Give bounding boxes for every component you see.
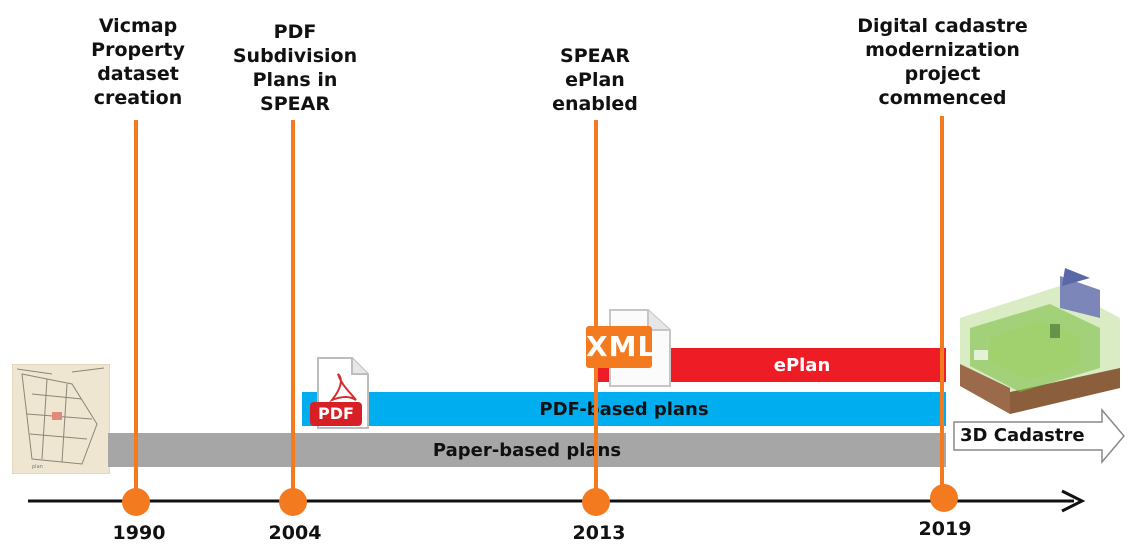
event-line-2004 (291, 120, 295, 500)
3d-cadastre-arrow: 3D Cadastre (952, 407, 1126, 465)
year-2013: 2013 (572, 522, 626, 544)
eplan-bar-label: ePlan (773, 354, 831, 376)
pdf-bar-label: PDF-based plans (539, 398, 709, 420)
event-line-2013 (594, 120, 598, 500)
year-2019: 2019 (918, 518, 972, 540)
svg-text:plan: plan (32, 464, 43, 470)
year-2004: 2004 (268, 522, 322, 544)
paper-plan-image: plan (11, 363, 111, 475)
pdf-based-plans-bar: PDF-based plans (302, 392, 946, 426)
pdf-file-icon: PDF (310, 356, 372, 430)
3d-cadastre-label: 3D Cadastre (960, 425, 1085, 446)
3d-cadastre-image (950, 268, 1126, 414)
event-dot-2019 (930, 484, 958, 512)
event-label-1990: Vicmap Property dataset creation (91, 15, 185, 109)
event-dot-2004 (279, 488, 307, 516)
pdf-icon-text: PDF (318, 404, 354, 423)
xml-file-icon: XML (584, 308, 676, 388)
event-line-1990 (134, 120, 138, 500)
timeline-axis (28, 486, 1092, 516)
paper-bar-label: Paper-based plans (432, 439, 622, 461)
year-1990: 1990 (112, 522, 166, 544)
xml-icon-text: XML (586, 330, 657, 363)
event-label-2004: PDF Subdivision Plans in SPEAR (232, 21, 358, 115)
event-line-2019 (940, 116, 944, 496)
event-label-2019: Digital cadastre modernization project c… (857, 15, 1028, 109)
event-dot-2013 (582, 488, 610, 516)
event-dot-1990 (122, 488, 150, 516)
paper-based-plans-bar: Paper-based plans (108, 433, 946, 467)
event-label-2013: SPEAR ePlan enabled (552, 45, 638, 115)
